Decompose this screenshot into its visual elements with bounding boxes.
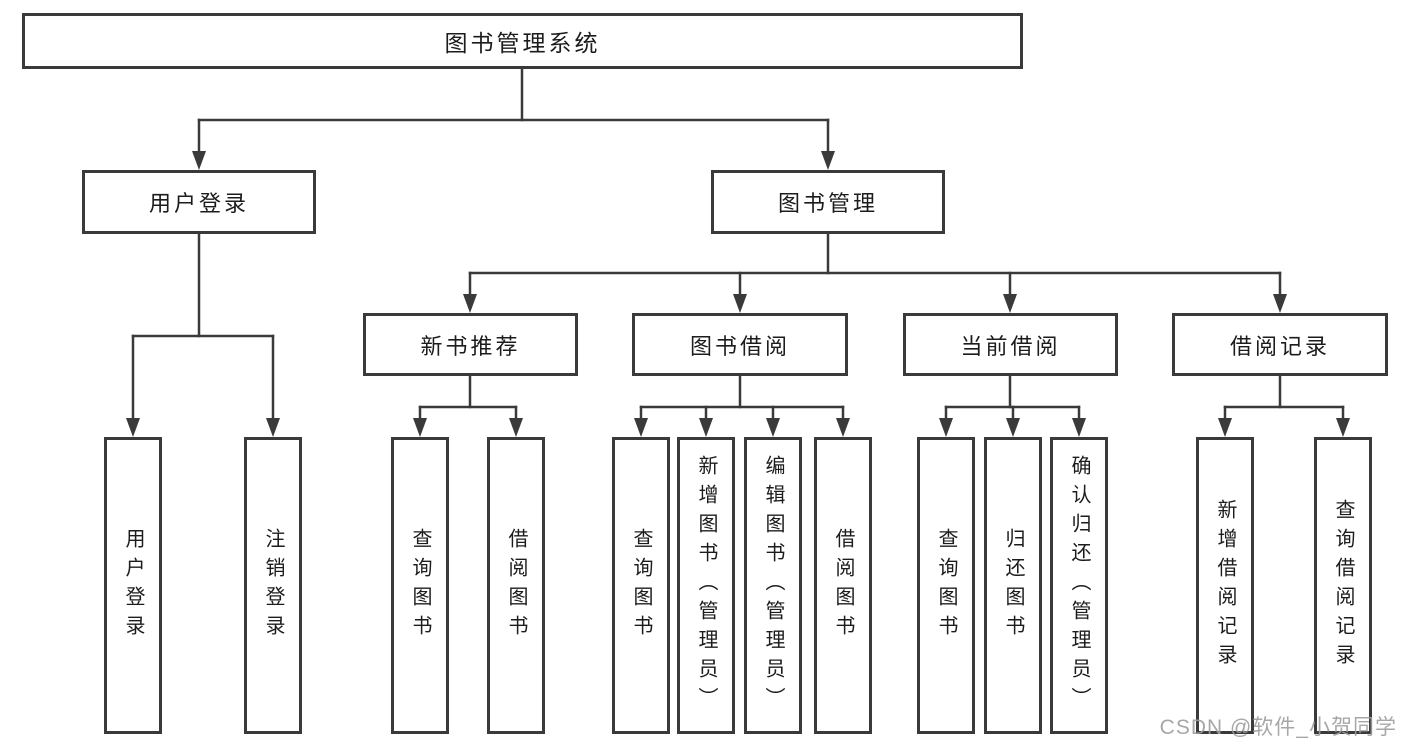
leaf-add-books-admin: 新增图书（管理员） xyxy=(677,437,735,734)
leaf-label: 归还图书 xyxy=(1002,527,1024,644)
leaf-borrow-books-recommend: 借阅图书 xyxy=(487,437,545,734)
leaf-user-login: 用户登录 xyxy=(104,437,162,734)
leaf-confirm-return-admin: 确认归还（管理员） xyxy=(1050,437,1108,734)
node-new-book-recommendation: 新书推荐 xyxy=(363,313,578,376)
leaf-borrow-books: 借阅图书 xyxy=(814,437,872,734)
node-label: 图书管理 xyxy=(777,191,878,216)
leaf-add-borrow-record: 新增借阅记录 xyxy=(1196,437,1254,734)
node-label: 借阅记录 xyxy=(1229,333,1330,359)
leaf-label: 新增图书（管理员） xyxy=(695,455,717,716)
leaf-return-books: 归还图书 xyxy=(984,437,1042,734)
node-label: 图书借阅 xyxy=(689,333,790,359)
leaf-label: 查询图书 xyxy=(630,527,652,644)
node-book-borrowing: 图书借阅 xyxy=(632,313,848,376)
leaf-label: 查询图书 xyxy=(409,527,431,644)
leaf-query-borrow-record: 查询借阅记录 xyxy=(1314,437,1372,734)
leaf-edit-books-admin: 编辑图书（管理员） xyxy=(744,437,802,734)
arrowhead-icons xyxy=(126,151,1350,437)
node-label: 当前借阅 xyxy=(960,333,1061,359)
leaf-label: 确认归还（管理员） xyxy=(1068,455,1090,716)
leaf-label: 注销登录 xyxy=(262,527,284,644)
node-borrowing-records: 借阅记录 xyxy=(1172,313,1388,376)
leaf-query-books-current: 查询图书 xyxy=(917,437,975,734)
node-current-borrowing: 当前借阅 xyxy=(903,313,1118,376)
csdn-watermark: CSDN @软件_小贺同学 xyxy=(1159,716,1397,739)
leaf-query-books-recommend: 查询图书 xyxy=(391,437,449,734)
leaf-label: 借阅图书 xyxy=(505,527,527,644)
leaf-label: 用户登录 xyxy=(122,527,144,644)
node-book-management: 图书管理 xyxy=(711,170,945,234)
node-label: 用户登录 xyxy=(148,191,249,216)
leaf-label: 借阅图书 xyxy=(832,527,854,644)
leaf-label: 新增借阅记录 xyxy=(1214,498,1236,673)
leaf-query-books-borrowing: 查询图书 xyxy=(612,437,670,734)
node-library-management-system: 图书管理系统 xyxy=(22,13,1023,69)
leaf-label: 查询图书 xyxy=(935,527,957,644)
node-user-login: 用户登录 xyxy=(82,170,316,234)
leaf-logout: 注销登录 xyxy=(244,437,302,734)
leaf-label: 查询借阅记录 xyxy=(1332,498,1354,673)
node-label: 新书推荐 xyxy=(420,333,521,359)
node-label: 图书管理系统 xyxy=(444,30,601,56)
leaf-label: 编辑图书（管理员） xyxy=(762,455,784,716)
